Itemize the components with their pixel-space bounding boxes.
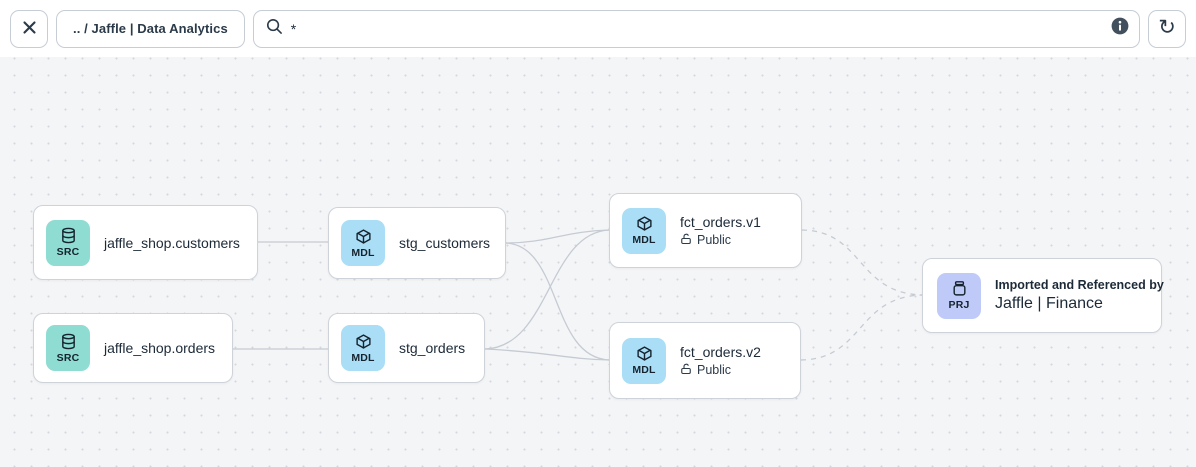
node-label: fct_orders.v1: [680, 213, 761, 230]
node-source-customers[interactable]: SRC jaffle_shop.customers: [33, 205, 258, 280]
search-input[interactable]: [290, 20, 1103, 37]
badge-type-label: PRJ: [948, 299, 970, 311]
node-label: jaffle_shop.customers: [104, 234, 240, 251]
access-label: Public: [697, 363, 732, 377]
node-text: Imported and Referenced by Jaffle | Fina…: [995, 278, 1164, 313]
model-badge: MDL: [341, 220, 385, 266]
node-text: fct_orders.v1 Public: [680, 214, 761, 248]
access-row: Public: [680, 233, 761, 248]
node-label: stg_customers: [399, 235, 491, 251]
badge-type-label: SRC: [56, 246, 80, 258]
model-badge: MDL: [622, 207, 666, 254]
project-jar-icon: [951, 280, 968, 297]
access-label: Public: [697, 233, 732, 247]
node-model-stg-orders[interactable]: MDL stg_orders: [328, 313, 485, 383]
cube-icon: [636, 345, 653, 362]
refresh-icon: ↻: [1158, 16, 1176, 39]
access-row: Public: [680, 363, 761, 378]
badge-type-label: MDL: [632, 364, 656, 376]
search-box[interactable]: [252, 9, 1140, 48]
project-badge: PRJ: [937, 272, 981, 319]
source-badge: SRC: [46, 219, 90, 266]
node-label: stg_orders: [399, 340, 466, 356]
node-source-orders[interactable]: SRC jaffle_shop.orders: [33, 313, 233, 383]
badge-type-label: SRC: [56, 351, 80, 364]
node-text: fct_orders.v2 Public: [680, 344, 761, 378]
info-icon[interactable]: [1111, 17, 1129, 40]
node-model-stg-customers[interactable]: MDL stg_customers: [328, 207, 506, 279]
lineage-canvas[interactable]: SRC jaffle_shop.customers SRC jaffle_sho…: [0, 57, 1196, 467]
cube-icon: [355, 228, 372, 245]
node-model-fct-orders-v1[interactable]: MDL fct_orders.v1 Public: [609, 193, 802, 268]
close-icon: [22, 20, 37, 38]
toolbar: .. / Jaffle | Data Analytics ↻: [0, 0, 1196, 57]
badge-type-label: MDL: [351, 246, 375, 259]
database-icon: [60, 227, 77, 244]
edge-fctv1-to-project: [801, 229, 923, 296]
node-model-fct-orders-v2[interactable]: MDL fct_orders.v2 Public: [609, 322, 801, 399]
cube-icon: [636, 215, 653, 232]
node-label: fct_orders.v2: [680, 343, 761, 360]
model-badge: MDL: [341, 325, 385, 371]
model-badge: MDL: [622, 337, 666, 384]
node-label: jaffle_shop.orders: [104, 340, 216, 356]
node-project-jaffle-finance[interactable]: PRJ Imported and Referenced by Jaffle | …: [922, 258, 1164, 333]
refresh-button[interactable]: ↻: [1148, 9, 1186, 48]
edge-stgcustomers-to-fctv2: [505, 242, 610, 361]
unlock-icon: [680, 233, 692, 248]
edge-stgorders-to-fctv2: [484, 348, 610, 361]
edge-fctv2-to-project: [800, 294, 923, 361]
database-icon: [60, 333, 77, 350]
edge-stgorders-to-fctv1: [484, 229, 610, 350]
badge-type-label: MDL: [632, 234, 656, 246]
lineage-edges: [233, 229, 923, 361]
node-label: Jaffle | Finance: [995, 295, 1103, 312]
unlock-icon: [680, 363, 692, 378]
cube-icon: [355, 333, 372, 350]
project-relationship-label: Imported and Referenced by: [995, 278, 1164, 292]
search-icon: [266, 18, 283, 40]
close-button[interactable]: [10, 9, 48, 48]
source-badge: SRC: [46, 325, 90, 371]
breadcrumb-label: .. / Jaffle | Data Analytics: [73, 21, 228, 36]
breadcrumb[interactable]: .. / Jaffle | Data Analytics: [56, 9, 245, 48]
badge-type-label: MDL: [351, 351, 375, 364]
edge-stgcustomers-to-fctv1: [505, 229, 610, 244]
